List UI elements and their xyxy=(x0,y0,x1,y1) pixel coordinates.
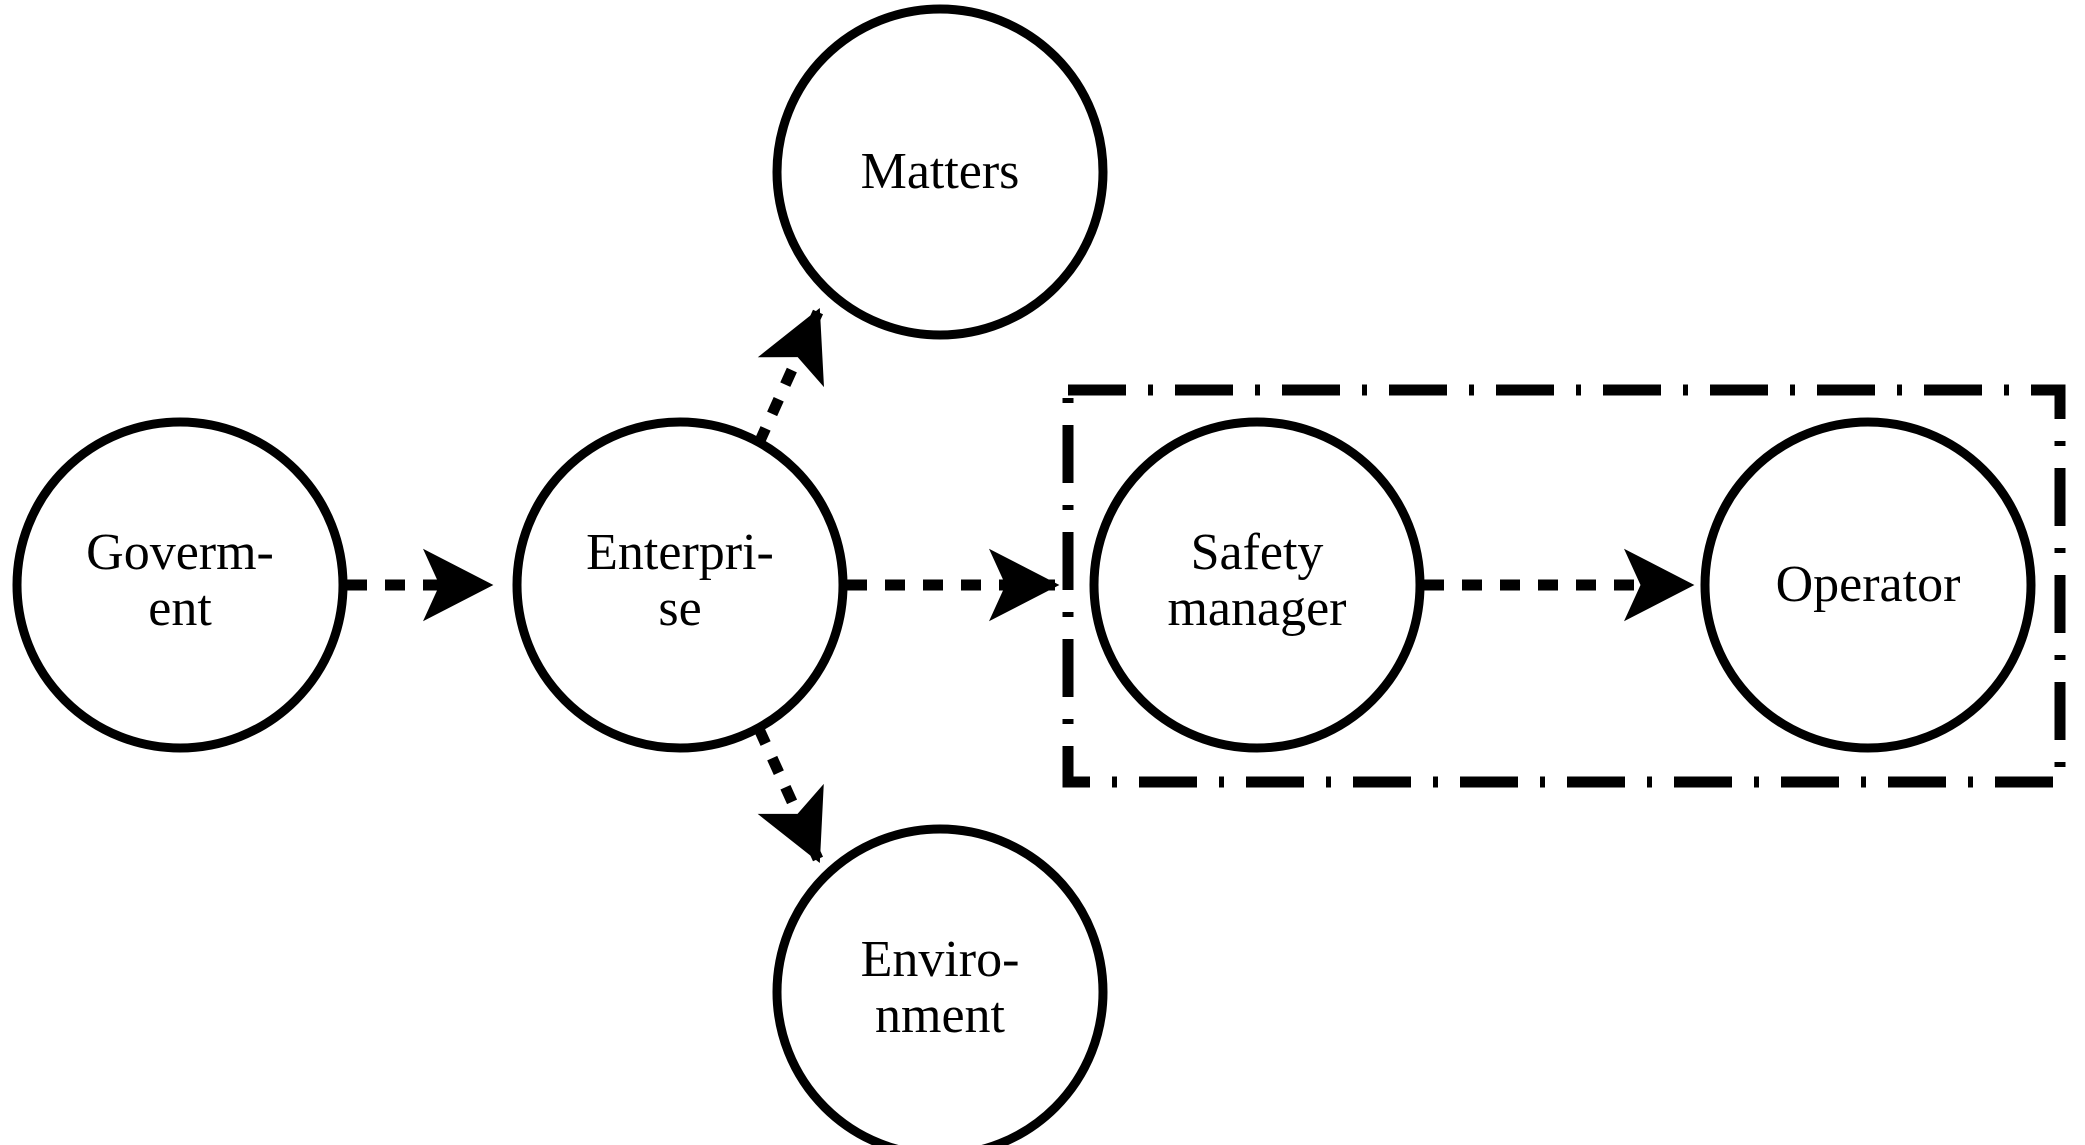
node-environment-circle[interactable] xyxy=(772,824,1108,1145)
edge-enterprise-to-environment xyxy=(753,726,824,864)
node-matters-circle[interactable] xyxy=(772,4,1108,340)
management-boundary-box xyxy=(1062,384,2066,788)
node-safety-manager-circle[interactable] xyxy=(1089,417,1425,753)
node-goverment-circle[interactable] xyxy=(12,417,348,753)
edge-enterprise-to-matters xyxy=(753,307,824,446)
node-enterprise-circle[interactable] xyxy=(512,417,848,753)
node-operator-circle[interactable] xyxy=(1700,417,2036,753)
